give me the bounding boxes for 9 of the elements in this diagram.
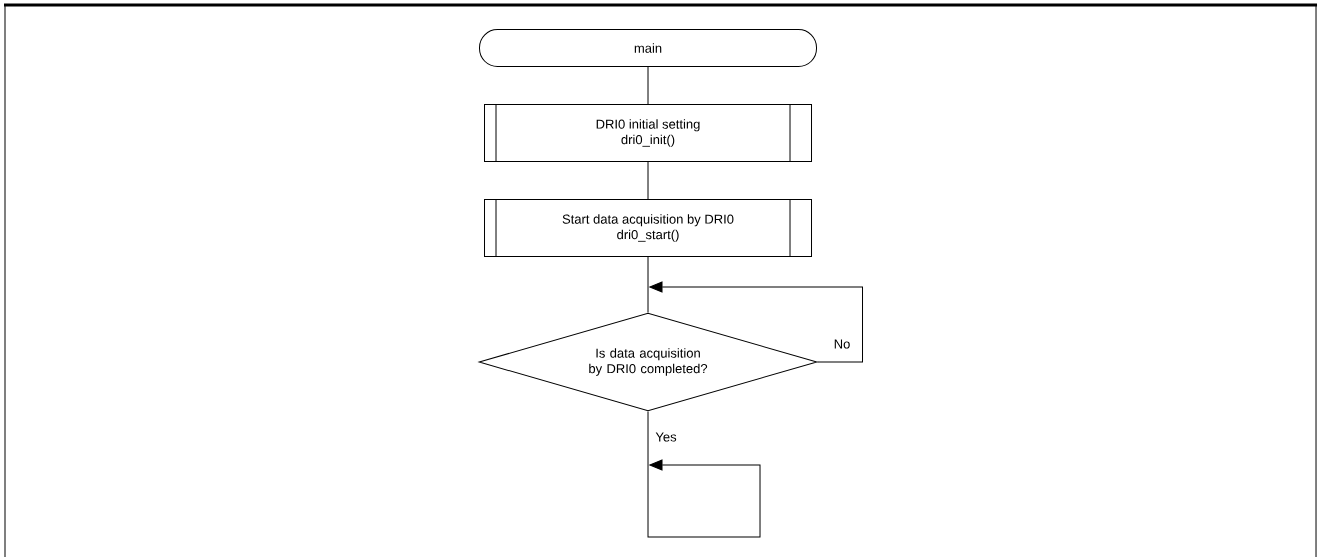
subroutine-box: Start data acquisition by DRI0 dri0_start() — [484, 198, 812, 258]
edge-label: Yes — [654, 431, 678, 443]
connector-line — [647, 161, 649, 200]
edge-label: No — [832, 338, 852, 350]
subroutine-box: DRI0 initial setting dri0_init() — [484, 103, 812, 163]
connector-line — [647, 256, 649, 313]
connector-line — [649, 281, 863, 363]
connector-line — [647, 411, 761, 538]
connector-line — [647, 66, 649, 105]
